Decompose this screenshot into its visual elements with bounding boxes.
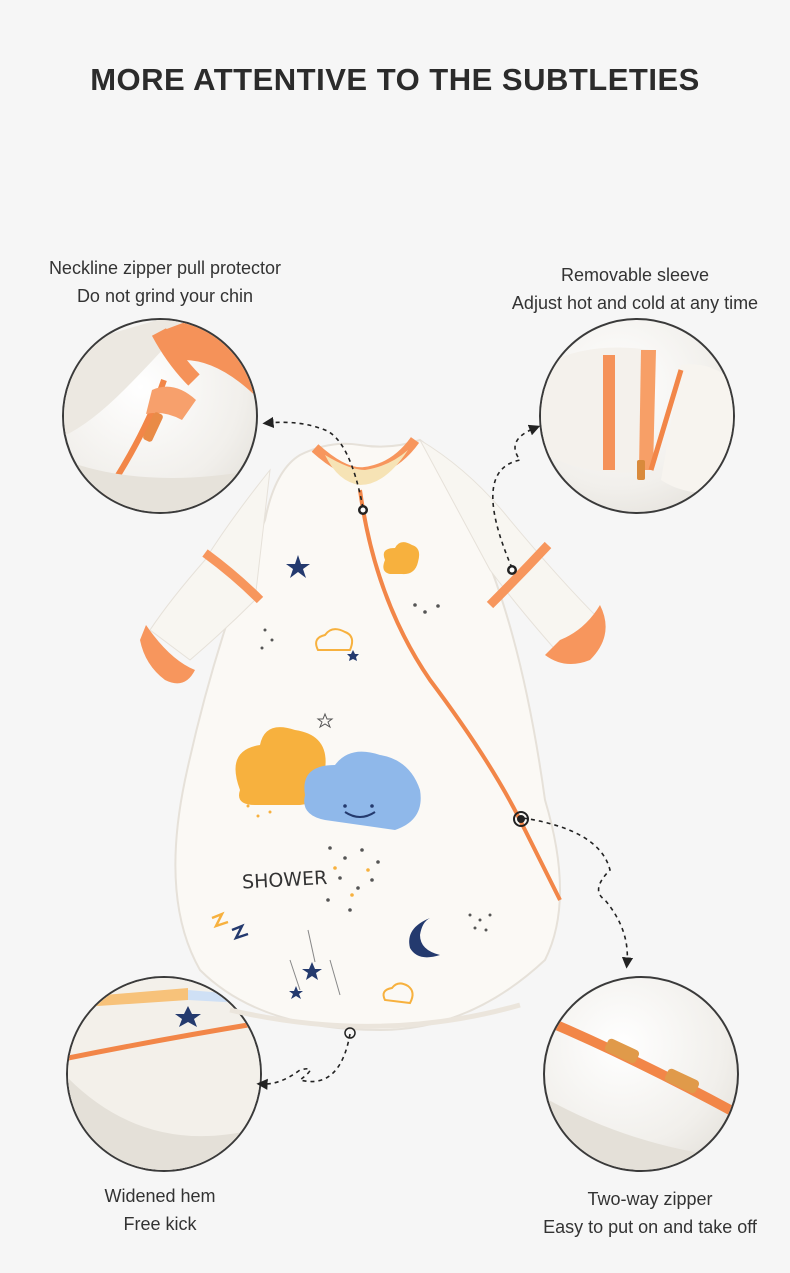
sleeve-detail-photo bbox=[539, 318, 735, 514]
moon-icon bbox=[409, 918, 440, 958]
zipper-detail-photo bbox=[543, 976, 739, 1172]
sleeping-bag-body bbox=[174, 438, 561, 1032]
sleeve-caption-title: Removable sleeve bbox=[560, 265, 710, 285]
sleeve-caption-desc: Adjust hot and cold at any time bbox=[511, 293, 759, 313]
hem-caption-desc: Free kick bbox=[123, 1214, 197, 1234]
sleeve-caption: Removable sleeve Adjust hot and cold at … bbox=[490, 261, 780, 317]
zipper-caption-title: Two-way zipper bbox=[587, 1189, 713, 1209]
zipper-caption-desc: Easy to put on and take off bbox=[543, 1217, 757, 1237]
shower-print-text: SHOWER bbox=[242, 867, 328, 893]
page-title: MORE ATTENTIVE TO THE SUBTLETIES bbox=[90, 62, 700, 97]
cloud-icon bbox=[235, 727, 328, 805]
neckline-caption-desc: Do not grind your chin bbox=[76, 286, 254, 306]
neckline-caption-title: Neckline zipper pull protector bbox=[48, 258, 282, 278]
hem-caption: Widened hem Free kick bbox=[40, 1182, 280, 1238]
hem-caption-title: Widened hem bbox=[104, 1186, 216, 1206]
hem-detail-photo bbox=[66, 976, 262, 1172]
zipper-caption: Two-way zipper Easy to put on and take o… bbox=[520, 1185, 780, 1241]
neckline-caption: Neckline zipper pull protector Do not gr… bbox=[20, 254, 310, 310]
neckline-detail-photo bbox=[62, 318, 258, 514]
